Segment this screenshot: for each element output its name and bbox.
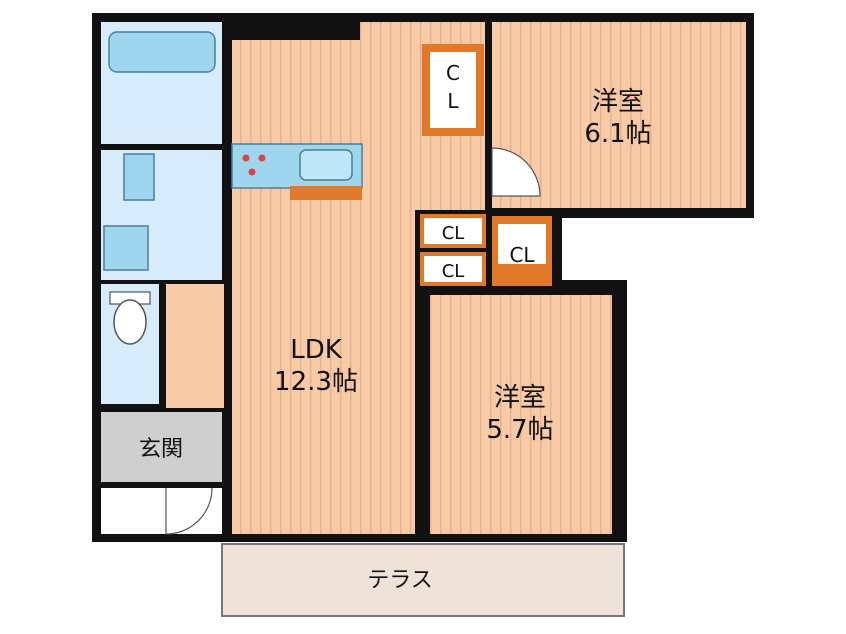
toilet [101,284,159,404]
entrance [101,412,222,535]
door-swings [491,147,541,197]
ldk-name: LDK [290,335,343,365]
bathroom [101,22,222,144]
closet-a [420,214,486,248]
western-room-2 [430,295,612,534]
closet-a-label: CL [442,223,465,244]
western-room-1-name: 洋室 [592,87,644,117]
closet-upper [422,44,484,136]
closet-c-label: CL [509,243,535,267]
closet-b [420,252,486,286]
terrace [221,543,625,617]
western-room-1-size: 6.1帖 [584,119,651,149]
western-room-2-name: 洋室 [494,383,546,413]
closet-b-label: CL [442,261,465,282]
terrace-label: テラス [367,568,433,593]
closet-upper-label-1: C [446,61,460,85]
closet-c [492,216,552,286]
ldk-size: 12.3帖 [274,367,358,397]
western-room-2-size: 5.7帖 [486,415,553,445]
hallway [166,284,224,408]
closet-upper-label-2: L [447,89,459,113]
entrance-label: 玄関 [139,437,183,462]
kitchen-counter [231,143,363,200]
washroom [101,150,222,280]
